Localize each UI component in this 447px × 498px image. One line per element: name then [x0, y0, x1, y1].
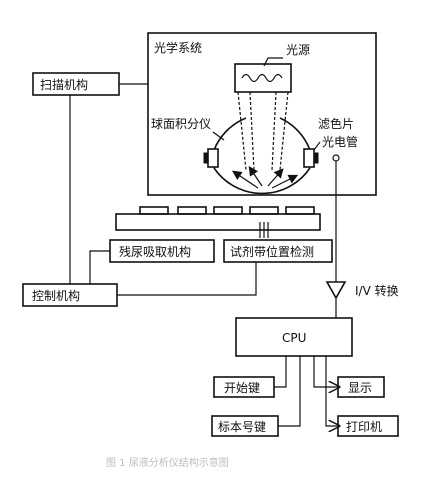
display-line [313, 356, 338, 387]
cpu-label: CPU [282, 331, 306, 345]
start-key-label: 开始键 [224, 381, 260, 395]
cpu-box [235, 317, 353, 357]
integrating-sphere-leader [212, 131, 225, 141]
iv-converter [325, 281, 347, 318]
filter-label: 滤色片 [318, 117, 354, 131]
iv-conversion-label: I/V 转换 [355, 283, 399, 298]
right-detector [303, 148, 319, 168]
integrating-sphere [213, 117, 311, 195]
control-mechanism-label: 控制机构 [32, 288, 80, 303]
strip-position-detect-label: 试剂带位置检测 [230, 244, 314, 259]
left-detector [203, 148, 219, 168]
optical-system-frame [147, 32, 377, 196]
reflection-arrows [232, 166, 299, 189]
integrating-sphere-label: 球面积分仪 [151, 117, 211, 131]
printer-line [325, 356, 338, 426]
control-to-detect-line [117, 262, 257, 296]
figure-caption: 图 1 尿液分析仪结构示意图 [106, 456, 229, 469]
light-source-leader [263, 57, 283, 67]
test-strip-carrier [115, 206, 321, 238]
photocell-leader [313, 141, 321, 151]
light-beam [237, 91, 289, 171]
sample-number-key-line [278, 356, 301, 427]
optical-system-label: 光学系统 [154, 40, 202, 55]
display-label: 显示 [348, 381, 372, 395]
printer-label: 打印机 [346, 420, 382, 434]
strip-position-detect-box [223, 239, 333, 263]
photocell-signal-line [332, 154, 340, 282]
control-to-residue-line [89, 250, 110, 284]
light-source-lamp [234, 63, 292, 93]
light-source-label: 光源 [286, 43, 310, 57]
photocell-label: 光电管 [322, 134, 358, 149]
start-key-line [274, 356, 287, 388]
scan-mechanism-label: 扫描机构 [40, 77, 88, 92]
residue-absorber-label: 残尿吸取机构 [119, 244, 191, 259]
sample-number-key-label: 标本号键 [218, 420, 266, 434]
